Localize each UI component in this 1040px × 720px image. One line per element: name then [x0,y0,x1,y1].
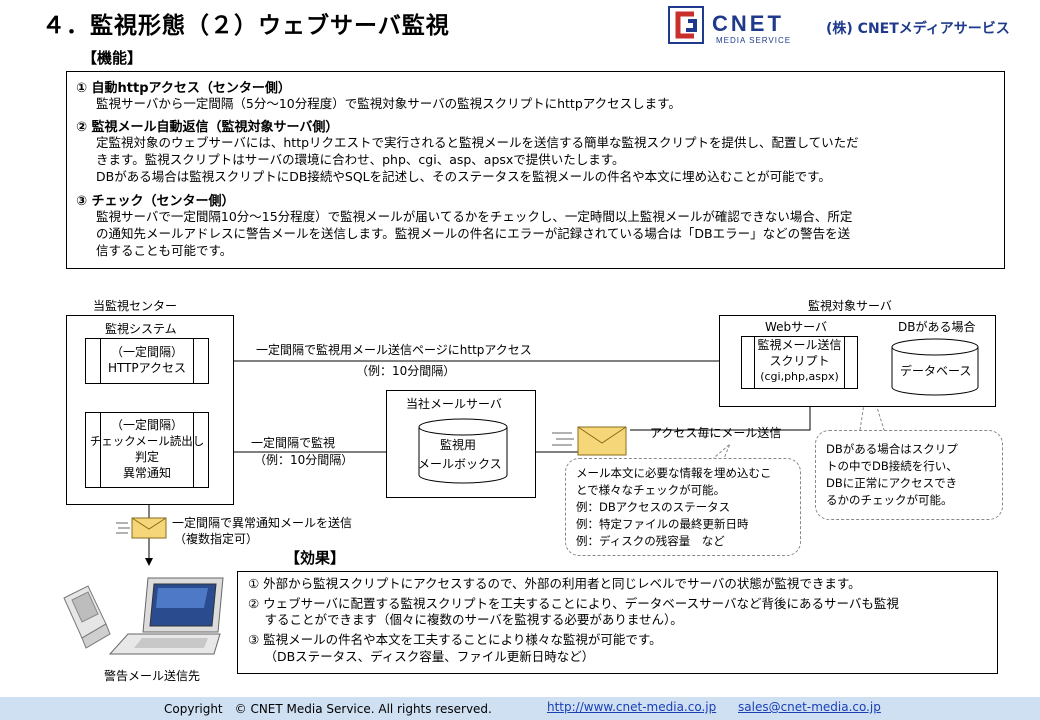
center-label: 当監視センター [93,299,178,313]
database-label: データベース [900,364,972,378]
mobile-phone-icon [63,585,111,649]
arrow-check-example: （例：10分間隔） [254,453,354,467]
logo-text: CNET [712,11,784,36]
db-info-text: DBがある場合はスクリプ トの中でDB接続を行い、 DBに正常にアクセスでき る… [826,441,958,509]
feature-2-line: 定監視対象のウェブサーバには、httpリクエストで実行されると監視メールを送信す… [96,135,859,150]
db-case-label: DBがある場合 [898,320,976,334]
effect-line: （DBステータス、ディスク容量、ファイル更新日時など） [248,649,595,664]
script-cell-line: 監視メール送信 [757,338,842,352]
check-cell: （一定間隔） チェックメール読出し 判定 異常通知 [85,412,209,488]
http-access-cell: （一定間隔） HTTPアクセス [85,338,209,384]
database-cylinder-icon [891,338,979,396]
db-info-bubble [815,430,1003,520]
feature-2-line: きます。監視スクリプトはサーバの環境に合わせ、php、cgi、asp、apsxで… [96,152,625,167]
arrow-check-label: 一定間隔で監視 [251,436,336,450]
effect-line: ③ 監視メールの件名や本文を工夫することにより様々な監視が可能です。 [248,632,662,647]
check-cell-line: 異常通知 [122,466,171,480]
bubble-line: メール本文に必要な情報を埋め込むこ [576,466,772,480]
cnet-logo-icon [668,6,704,44]
devices-illustration [63,577,224,655]
mailbox-line: メールボックス [418,457,502,471]
features-box [66,71,1005,269]
alert-envelope-icon [116,517,167,539]
footer-bar [0,697,1040,720]
script-cell-line: スクリプト [769,354,830,368]
feature-1-line: 監視サーバから一定間隔（5分～10分程度）で監視対象サーバの監視スクリプトにht… [96,96,681,111]
bubble-line: DBに正常にアクセスでき [826,476,958,490]
alert-send-label: 一定間隔で異常通知メールを送信 [172,516,353,530]
feature-3-line: 信することも可能です。 [96,243,233,258]
check-cell-line: 判定 [134,450,159,464]
script-cell-line: (cgi,php,aspx) [760,370,839,383]
feature-2-title: ② 監視メール自動返信（監視対象サーバ側） [76,120,339,135]
feature-1-title: ① 自動httpアクセス（センター側） [76,81,291,96]
email-link[interactable]: sales@cnet-media.co.jp [738,700,881,714]
check-cell-line: チェックメール読出し [89,434,205,448]
page-title: ４．監視形態（２）ウェブサーバ監視 [42,13,450,39]
features-heading: 【機能】 [82,49,143,67]
bubble-line: 例：ディスクの残容量 など [576,534,725,548]
effects-heading: 【効果】 [285,549,346,567]
bubble-line: とで様々なチェックが可能。 [576,483,726,497]
http-cell-line: HTTPアクセス [107,361,187,375]
copyright: Copyright © CNET Media Service. All righ… [164,702,492,716]
feature-3-title: ③ チェック（センター側） [76,194,235,209]
effect-line: ② ウェブサーバに配置する監視スクリプトを工夫することにより、データベースサーバ… [248,596,899,611]
http-cell-line: （一定間隔） [110,345,183,359]
mail-server-label: 当社メールサーバ [406,397,502,411]
mail-info-bubble [565,458,801,556]
bubble-line: 例：特定ファイルの最終更新日時 [576,517,749,531]
company-name: (株) CNETメディアサービス [826,21,1010,37]
mailbox-cylinder-icon [418,418,508,484]
feature-2-line: DBがある場合は監視スクリプトにDB接続やSQLを記述し、そのステータスを監視メ… [96,169,831,184]
effect-line: することができます（個々に複数のサーバを監視する必要がありません）。 [248,612,683,627]
alert-send-sub: （複数指定可） [174,532,259,546]
bubble-line: トの中でDB接続を行い、 [826,459,958,473]
arrow-http-label: 一定間隔で監視用メール送信ページにhttpアクセス [256,343,532,357]
send-each-label: アクセス毎にメール送信 [650,426,782,440]
script-cell: 監視メール送信 スクリプト (cgi,php,aspx) [741,336,858,389]
effect-line: ① 外部から監視スクリプトにアクセスするので、外部の利用者と同じレベルでサーバの… [248,576,861,591]
feature-3-line: の通知先メールアドレスに警告メールを送信します。監視メールの件名にエラーが記録さ… [96,226,851,241]
envelope-icon [552,426,627,456]
effects-box [237,571,998,674]
bubble-line: るかのチェックが可能。 [826,493,953,507]
system-label: 監視システム [105,322,177,336]
bubble-line: DBがある場合はスクリプ [826,442,958,456]
logo-subtext: MEDIA SERVICE [716,36,792,45]
alert-dest-label: 警告メール送信先 [104,669,201,683]
target-label: 監視対象サーバ [808,299,892,313]
mailbox-line: 監視用 [440,438,477,452]
website-link[interactable]: http://www.cnet-media.co.jp [547,700,717,714]
check-cell-line: （一定間隔） [110,418,183,432]
laptop-icon [108,577,224,655]
arrow-http-example: （例：10分間隔） [356,364,456,378]
bubble-line: 例：DBアクセスのステータス [576,500,731,514]
feature-3-line: 監視サーバで一定間隔10分～15分程度）で監視メールが届いてるかをチェックし、一… [96,209,853,224]
mail-info-text: メール本文に必要な情報を埋め込むこ とで様々なチェックが可能。 例：DBアクセス… [576,465,772,550]
web-server-label: Webサーバ [765,320,828,334]
